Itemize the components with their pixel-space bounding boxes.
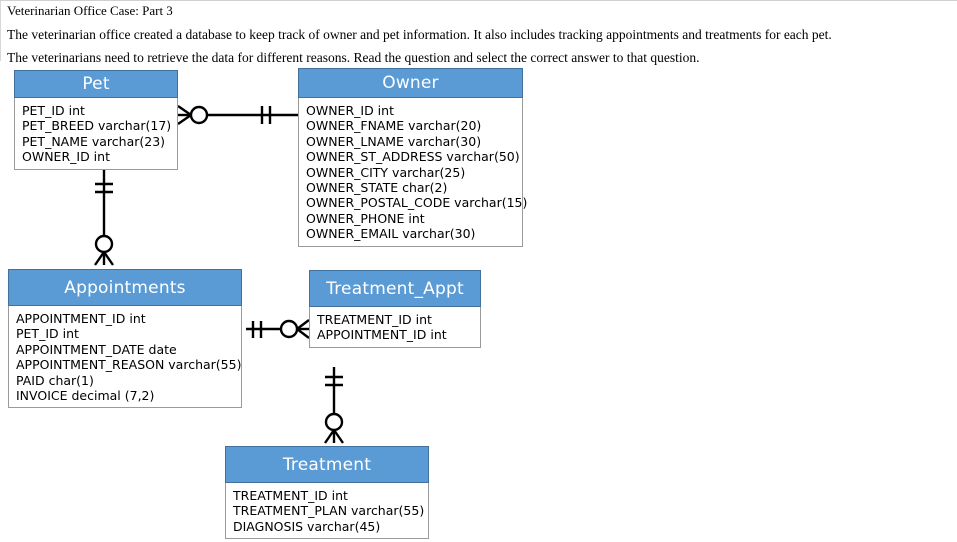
attribute: OWNER_FNAME varchar(20) (306, 118, 482, 134)
attribute: OWNER_CITY varchar(25) (306, 164, 466, 180)
cardinality-many-treatment (324, 429, 344, 444)
attribute: OWNER_PHONE int (306, 210, 425, 226)
cardinality-many-treatment-appt (296, 319, 310, 339)
entity-owner-attributes: OWNER_ID int OWNER_FNAME varchar(20) OWN… (298, 98, 528, 247)
relationship-pet-appointments (94, 170, 114, 266)
attribute: PET_BREED varchar(17) (22, 118, 172, 134)
attribute: OWNER_EMAIL varchar(30) (306, 226, 476, 242)
cardinality-zero-treatment-appt (279, 319, 299, 339)
cardinality-zero-appointments (94, 234, 114, 254)
attribute: OWNER_ST_ADDRESS varchar(50) (306, 149, 520, 165)
attribute: TREATMENT_ID int (233, 488, 348, 503)
attribute: APPOINTMENT_DATE date (16, 341, 177, 357)
attribute: APPOINTMENT_REASON varchar(55) (16, 357, 242, 373)
case-paragraph-1: The veterinarian office created a databa… (7, 27, 832, 42)
relationship-treatment-appt-treatment (324, 367, 344, 444)
attribute: PET_ID int (22, 103, 85, 118)
entity-treatment[interactable]: Treatment TREATMENT_ID int TREATMENT_PLA… (225, 446, 429, 540)
cardinality-zero-treatment (324, 412, 344, 432)
entity-owner-title: Owner (298, 68, 523, 98)
page-left-rule (0, 1, 1, 61)
attribute: APPOINTMENT_ID int (16, 311, 146, 326)
cardinality-one-owner (260, 106, 272, 124)
attribute: PET_NAME varchar(23) (22, 133, 166, 149)
cardinality-many-appointments (94, 251, 114, 266)
attribute: OWNER_STATE char(2) (306, 180, 448, 196)
attribute: OWNER_ID int (22, 149, 110, 165)
entity-appointments-attributes: APPOINTMENT_ID int PET_ID int APPOINTMEN… (8, 306, 242, 409)
case-text-block: Veterinarian Office Case: Part 3 The vet… (7, 2, 937, 66)
attribute: TREATMENT_PLAN varchar(55) (233, 503, 425, 519)
cardinality-zero-pet (189, 105, 209, 125)
page-title: Veterinarian Office Case: Part 3 (7, 3, 173, 18)
attribute: OWNER_POSTAL_CODE varchar(15) (306, 195, 528, 211)
attribute: TREATMENT_ID int (317, 312, 432, 327)
entity-treatment-appt-title: Treatment_Appt (309, 270, 481, 307)
attribute: PET_ID int (16, 326, 79, 342)
attribute: OWNER_LNAME varchar(30) (306, 133, 482, 149)
entity-appointments-title: Appointments (8, 269, 242, 306)
entity-treatment-attributes: TREATMENT_ID int TREATMENT_PLAN varchar(… (225, 483, 429, 540)
entity-treatment-appt-attributes: TREATMENT_ID int APPOINTMENT_ID int (309, 307, 481, 348)
cardinality-one-appointments (251, 321, 263, 338)
attribute: PAID char(1) (16, 372, 94, 388)
entity-pet-title: Pet (14, 70, 178, 98)
attribute: APPOINTMENT_ID int (317, 327, 447, 343)
relationship-pet-owner (177, 105, 298, 125)
attribute: DIAGNOSIS varchar(45) (233, 518, 381, 534)
entity-pet[interactable]: Pet PET_ID int PET_BREED varchar(17) PET… (14, 70, 178, 170)
entity-pet-attributes: PET_ID int PET_BREED varchar(17) PET_NAM… (14, 98, 178, 170)
cardinality-one-treatment-appt (325, 375, 343, 387)
cardinality-many-pet (177, 105, 192, 125)
relationship-appointments-treatment-appt (246, 319, 310, 339)
case-paragraph-2: The veterinarians need to retrieve the d… (7, 50, 700, 65)
cardinality-one-pet-appt (95, 182, 113, 194)
page-top-rule (0, 0, 957, 1)
attribute: INVOICE decimal (7,2) (16, 388, 155, 404)
entity-appointments[interactable]: Appointments APPOINTMENT_ID int PET_ID i… (8, 269, 242, 409)
entity-treatment-title: Treatment (225, 446, 429, 483)
entity-treatment-appt[interactable]: Treatment_Appt TREATMENT_ID int APPOINTM… (309, 270, 481, 348)
attribute: OWNER_ID int (306, 103, 394, 118)
entity-owner[interactable]: Owner OWNER_ID int OWNER_FNAME varchar(2… (298, 68, 528, 247)
